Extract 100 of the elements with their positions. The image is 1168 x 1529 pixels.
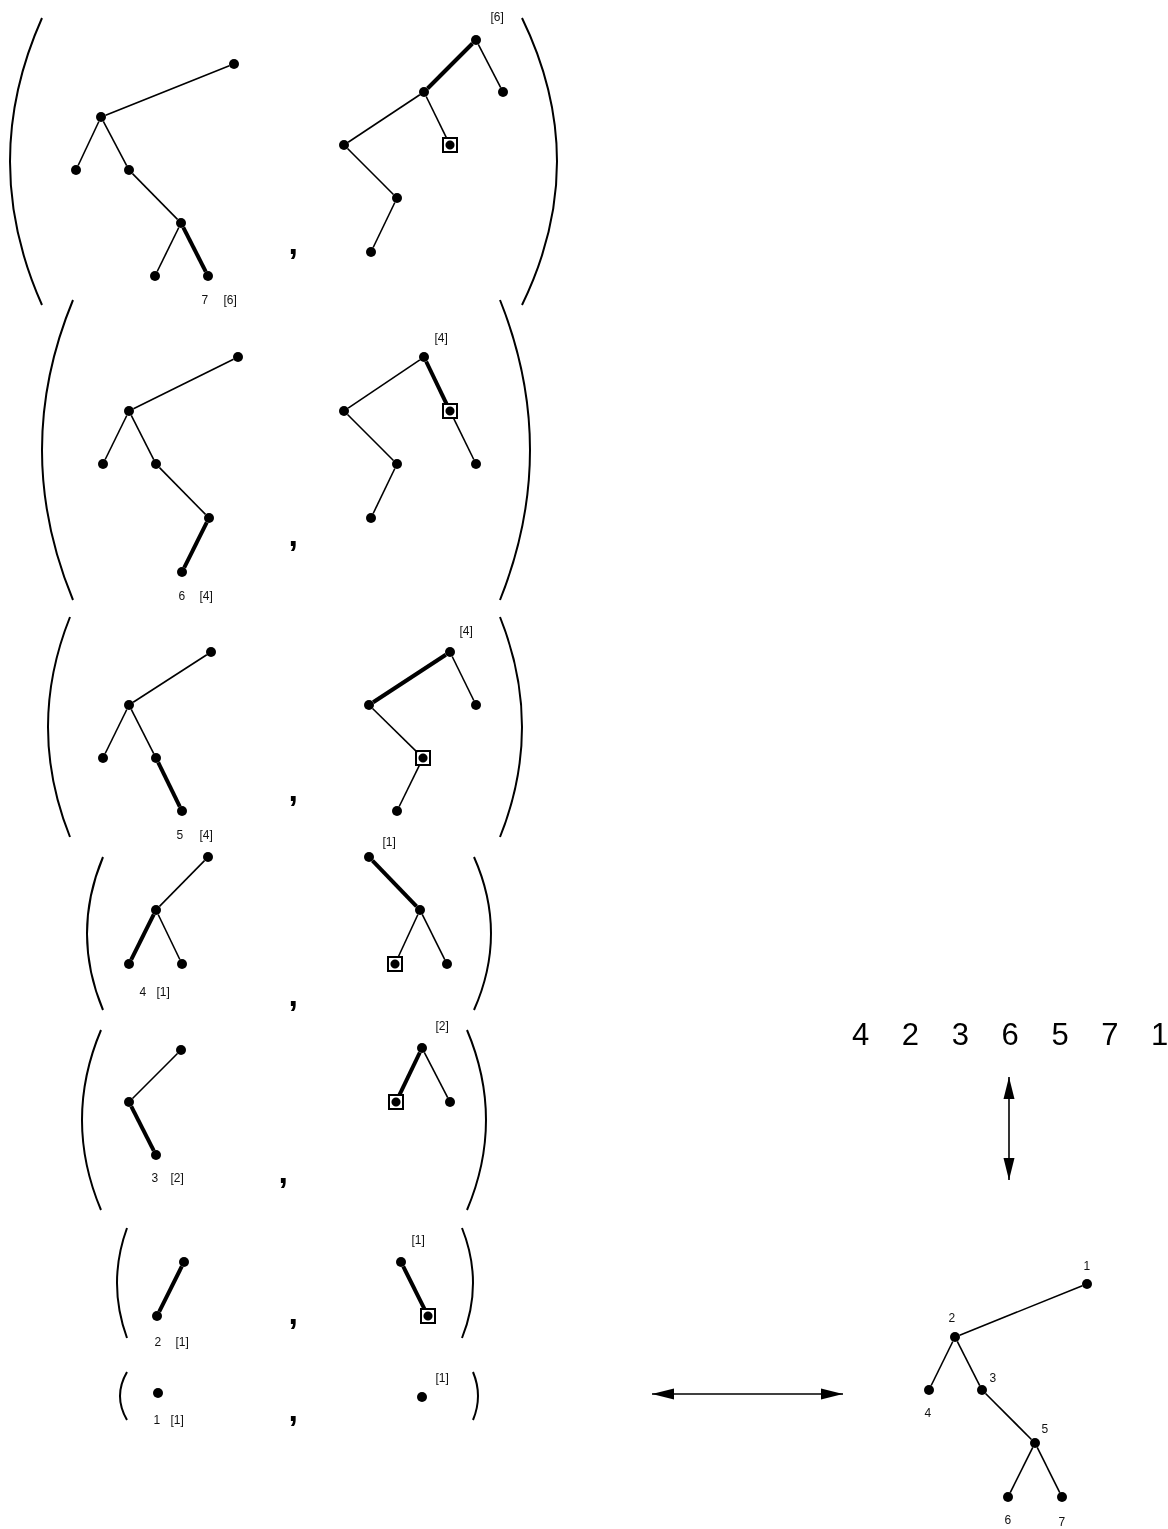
tree-edge bbox=[347, 359, 421, 409]
comma: , bbox=[288, 1392, 298, 1426]
double-arrow bbox=[1003, 1076, 1015, 1181]
tree-node-dot bbox=[392, 459, 402, 469]
tree-node-dot bbox=[498, 87, 508, 97]
marked-node bbox=[415, 750, 431, 766]
node-label: [1] bbox=[175, 1335, 189, 1349]
tree-edge bbox=[158, 859, 206, 908]
tree-edge bbox=[984, 1392, 1033, 1441]
tree-edge bbox=[156, 226, 180, 273]
tree-edge bbox=[77, 120, 100, 167]
tree-edge bbox=[423, 1051, 449, 1099]
node-label: 5 bbox=[1041, 1422, 1049, 1436]
comma: , bbox=[288, 225, 298, 259]
tree-node-dot bbox=[177, 959, 187, 969]
tree-node-dot bbox=[150, 271, 160, 281]
tree-node-dot bbox=[339, 140, 349, 150]
tree-node-dot bbox=[124, 406, 134, 416]
node-label: [1] bbox=[435, 1371, 449, 1385]
tree-edge bbox=[132, 358, 235, 410]
tree-edge bbox=[346, 413, 395, 462]
tree-node-dot bbox=[176, 218, 186, 228]
tree-edge bbox=[372, 201, 396, 249]
tree-node-dot bbox=[124, 165, 134, 175]
tree-node-dot bbox=[419, 87, 429, 97]
tree-edge bbox=[156, 761, 182, 808]
marked-node bbox=[442, 403, 458, 419]
tree-edge bbox=[104, 414, 128, 461]
tree-edge bbox=[132, 653, 208, 704]
tree-node-dot bbox=[71, 165, 81, 175]
comma: , bbox=[288, 517, 298, 551]
tree-node-dot bbox=[203, 852, 213, 862]
tree-edge bbox=[421, 913, 446, 961]
node-label: [1] bbox=[382, 835, 396, 849]
node-label: [6] bbox=[490, 10, 504, 24]
tree-edge bbox=[477, 43, 502, 89]
tree-edge bbox=[129, 1105, 156, 1152]
tree-edge bbox=[157, 1265, 184, 1313]
tree-node-dot bbox=[364, 700, 374, 710]
tree-edge bbox=[131, 172, 179, 221]
tree-node-dot bbox=[445, 1097, 455, 1107]
node-label: [2] bbox=[435, 1019, 449, 1033]
tree-edge bbox=[425, 95, 448, 139]
node-label: 4 bbox=[924, 1406, 932, 1420]
marked-node bbox=[388, 1094, 404, 1110]
sequence-text: 4 2 3 6 5 7 1 bbox=[852, 1017, 1168, 1053]
tree-edge bbox=[157, 913, 181, 961]
tree-edge bbox=[401, 1265, 427, 1310]
tree-node-dot bbox=[124, 700, 134, 710]
node-label: 2 bbox=[154, 1335, 162, 1349]
tree-edge bbox=[104, 65, 231, 116]
comma: , bbox=[288, 977, 298, 1011]
node-label: [6] bbox=[223, 293, 237, 307]
marked-node bbox=[387, 956, 403, 972]
tree-edge bbox=[371, 707, 419, 754]
tree-edge bbox=[452, 417, 475, 461]
node-label: 3 bbox=[989, 1371, 997, 1385]
tree-node-dot bbox=[179, 1257, 189, 1267]
comma: , bbox=[288, 1295, 298, 1329]
marked-node bbox=[420, 1308, 436, 1324]
tree-edge bbox=[398, 764, 421, 808]
tree-edge bbox=[372, 653, 447, 704]
node-label: 5 bbox=[176, 828, 184, 842]
tree-node-dot bbox=[233, 352, 243, 362]
comma: , bbox=[278, 1154, 288, 1188]
node-label: [4] bbox=[199, 589, 213, 603]
tree-node-dot bbox=[151, 905, 161, 915]
tree-node-dot bbox=[366, 513, 376, 523]
node-label: [4] bbox=[434, 331, 448, 345]
tree-edge bbox=[182, 521, 209, 569]
node-label: 7 bbox=[1058, 1515, 1066, 1529]
tree-edge bbox=[347, 93, 421, 144]
comma: , bbox=[288, 772, 298, 806]
node-label: [1] bbox=[170, 1413, 184, 1427]
node-label: 6 bbox=[1004, 1513, 1012, 1527]
tree-node-dot bbox=[98, 753, 108, 763]
tree-edge bbox=[129, 913, 156, 961]
tree-node-dot bbox=[151, 459, 161, 469]
tree-node-dot bbox=[96, 112, 106, 122]
tree-edge bbox=[424, 360, 449, 405]
tree-node-dot bbox=[442, 959, 452, 969]
tree-node-dot bbox=[176, 1045, 186, 1055]
node-label: 3 bbox=[151, 1171, 159, 1185]
node-label: 7 bbox=[201, 293, 209, 307]
marked-node bbox=[442, 137, 458, 153]
tree-node-dot bbox=[471, 700, 481, 710]
tree-edge bbox=[158, 466, 207, 516]
tree-edge bbox=[371, 859, 418, 908]
tree-edge bbox=[397, 913, 419, 958]
tree-edge bbox=[181, 226, 208, 273]
tree-edge bbox=[130, 414, 155, 461]
tree-node-dot bbox=[204, 513, 214, 523]
node-label: [1] bbox=[411, 1233, 425, 1247]
node-label: 2 bbox=[948, 1311, 956, 1325]
tree-node-dot bbox=[366, 247, 376, 257]
node-label: 6 bbox=[178, 589, 186, 603]
tree-node-dot bbox=[392, 193, 402, 203]
node-label: [2] bbox=[170, 1171, 184, 1185]
tree-node-dot bbox=[206, 647, 216, 657]
node-label: [1] bbox=[156, 985, 170, 999]
